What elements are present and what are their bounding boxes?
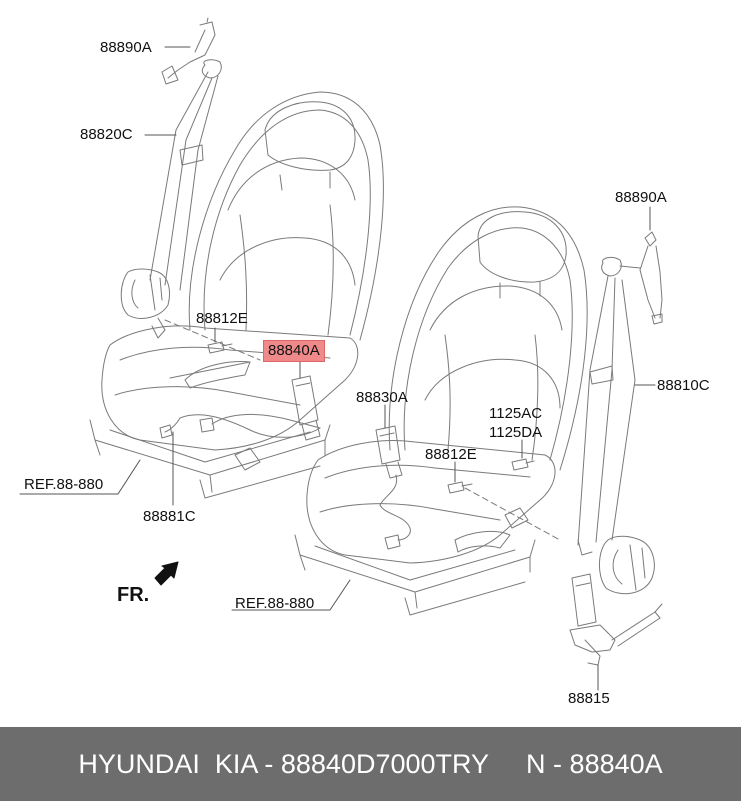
left-buckle-drawing: [159, 361, 321, 441]
parts-diagram: 88890A 88820C 88812E 88840A 88830A 1125A…: [19, 17, 710, 707]
front-arrow-icon: [154, 561, 179, 586]
label-1125ac: 1125AC: [489, 405, 543, 422]
left-belt-drawing: [120, 17, 261, 361]
right-belt-drawing: [569, 231, 663, 666]
label-88812e-right: 88812E: [425, 446, 477, 463]
label-88830a: 88830A: [356, 389, 408, 406]
label-88820c: 88820C: [80, 126, 133, 143]
label-88881c: 88881C: [143, 508, 196, 525]
label-1125da: 1125DA: [489, 424, 543, 441]
leader-lines: [19, 46, 656, 691]
label-front: FR.: [117, 584, 150, 606]
label-ref-right: REF.88-880: [235, 595, 315, 612]
label-ref-left: REF.88-880: [24, 476, 104, 493]
label-88812e-left: 88812E: [196, 310, 248, 327]
label-88890a-left: 88890A: [100, 39, 152, 56]
footer-bar: HYUNDAI KIA - 88840D7000TRY N - 88840A: [0, 727, 741, 801]
right-seat-drawing: [294, 206, 588, 616]
right-buckle-drawing: [375, 425, 561, 550]
label-88810c: 88810C: [657, 377, 710, 394]
diagram-drawing: [19, 17, 663, 691]
left-seat-drawing: [89, 91, 384, 499]
label-88840a-highlight: 88840A: [263, 340, 325, 362]
label-88890a-right: 88890A: [615, 189, 667, 206]
footer-text: HYUNDAI KIA - 88840D7000TRY N - 88840A: [78, 749, 663, 779]
label-88815: 88815: [568, 690, 610, 707]
